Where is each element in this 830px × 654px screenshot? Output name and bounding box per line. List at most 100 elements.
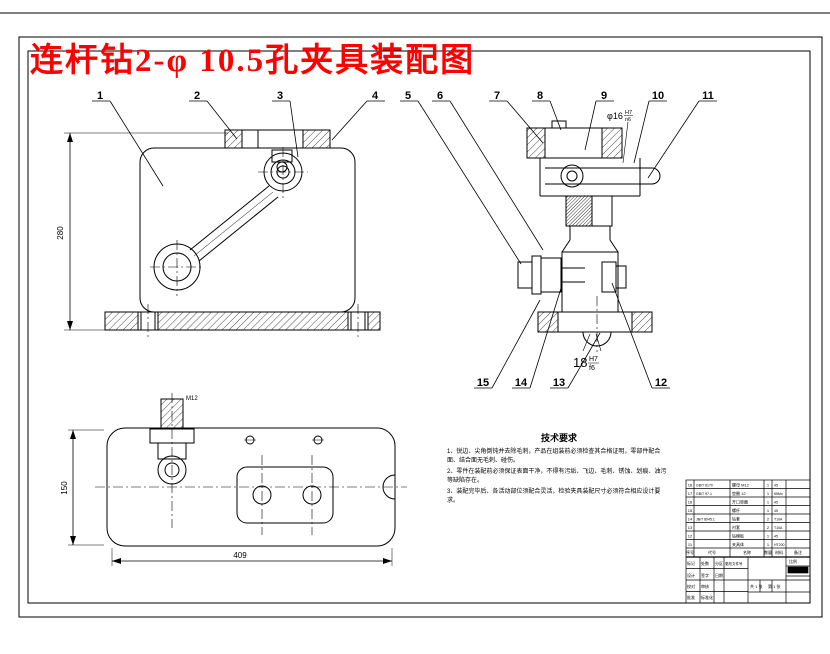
side-view xyxy=(517,120,661,352)
title-block-grid xyxy=(685,479,811,604)
bom-header-code: 代号 xyxy=(708,549,716,555)
technical-requirement-item: 1、锐边、尖角倒钝并去除毛刺，产品在组装前必须检查其合格证明，零部件配合面、结合… xyxy=(447,449,661,464)
field-stdz: 标准化 xyxy=(701,594,713,600)
field-sign: 签字 xyxy=(701,572,709,578)
balloon-2: 2 xyxy=(194,90,200,102)
balloon-11: 11 xyxy=(702,90,714,102)
bom-cell: T10A xyxy=(774,518,783,522)
field-date: 日期 xyxy=(715,572,723,578)
fit-shaft-label: 18 H7 f6 xyxy=(573,333,602,372)
dim-plan-height-label: 150 xyxy=(60,481,69,495)
dim-plan-height xyxy=(68,429,104,546)
dim-plan-width xyxy=(111,548,393,566)
bom-cell: 18 xyxy=(688,483,693,488)
bom-cell: 垫圈 12 xyxy=(732,490,746,496)
bom-cell: 1 xyxy=(767,483,770,488)
bom-cell: T10A xyxy=(774,526,783,530)
balloon-5: 5 xyxy=(405,90,411,102)
bom-cell: 13 xyxy=(688,525,693,530)
bom-cell: 17 xyxy=(688,491,693,496)
field-proof: 校对 xyxy=(687,583,695,589)
bom-cell: JB/T 8045.1 xyxy=(696,518,715,522)
bom-cell: 1 xyxy=(767,534,770,539)
bom-cell: 45 xyxy=(774,501,778,505)
field-approve: 批准 xyxy=(687,594,695,600)
fit-shaft-value: 18 xyxy=(573,355,587,370)
bom-cell: 2 xyxy=(767,525,770,530)
fit-bush-label: φ16 H7 n6 xyxy=(607,110,633,164)
bom-cell: GB/T 97.1 xyxy=(696,492,712,496)
field-scale: 比例 xyxy=(789,558,797,564)
bom-header: 序号 代号 名称 数量 材料 备注 xyxy=(686,549,802,555)
bom-cell: 14 xyxy=(688,517,693,522)
balloon-15: 15 xyxy=(477,377,489,389)
technical-requirement-item: 2、零件在装配前必须保证表面干净，不得有污垢、飞边、毛刺、锈蚀、划痕、油污等缺陷… xyxy=(447,469,667,484)
balloon-4: 4 xyxy=(372,90,379,102)
balloon-numbers: 1 2 3 4 5 6 7 8 9 10 11 15 14 13 12 xyxy=(97,90,714,389)
balloon-1: 1 xyxy=(97,90,103,102)
technical-requirements-heading: 技术要求 xyxy=(540,433,577,443)
balloon-13: 13 xyxy=(553,377,565,389)
bom-cell: 夹具体 xyxy=(732,541,744,547)
fit-bush-upper: H7 xyxy=(625,110,632,116)
fit-shaft-upper: H7 xyxy=(589,356,598,363)
balloon-7: 7 xyxy=(494,90,500,102)
balloon-14: 14 xyxy=(515,377,528,389)
field-count: 处数 xyxy=(701,560,709,566)
bom-cell: 45 xyxy=(774,484,778,488)
bom-cell: 45 xyxy=(774,535,778,539)
front-view xyxy=(104,129,381,338)
bom-cell: 1 xyxy=(767,491,770,496)
plan-view xyxy=(95,393,407,547)
fit-bush-value: φ16 xyxy=(607,111,623,121)
field-sheet: 第 1 张 xyxy=(768,583,780,589)
dim-front-height xyxy=(64,132,228,331)
bom-header-seq: 序号 xyxy=(686,549,694,555)
field-sheets: 共 1 张 xyxy=(750,583,762,589)
bom-header-note: 备注 xyxy=(794,549,802,555)
technical-requirement-item: 3、装配完毕后、各活动部位须配合灵活，检验夹具装配尺寸必须符合相应设计要求。 xyxy=(447,489,661,504)
bom-cell: 1 xyxy=(767,508,770,513)
bom-cell: 11 xyxy=(688,542,693,547)
drawing-title: 连杆钻2-φ 10.5孔夹具装配图 xyxy=(30,43,476,79)
sheet-frame xyxy=(0,12,830,618)
technical-requirements: 技术要求 1、锐边、尖角倒钝并去除毛刺，产品在组装前必须检查其合格证明，零部件配… xyxy=(447,431,671,508)
bom-rows: 18 GB/T 6170 螺母 M12 1 45 17 GB/T 97.1 垫圈… xyxy=(688,482,785,548)
bom-cell: 衬套 xyxy=(732,524,740,530)
bom-cell: 螺母 M12 xyxy=(732,482,750,488)
balloon-8: 8 xyxy=(537,90,543,102)
bom-cell: 螺杆 xyxy=(732,507,740,513)
bom-cell: 1 xyxy=(767,500,770,505)
bom-header-mat: 材料 xyxy=(775,549,783,555)
bom-cell: GB/T 6170 xyxy=(696,484,713,488)
dim-front-height-label: 280 xyxy=(56,226,65,240)
bom-header-qty: 数量 xyxy=(764,549,772,555)
bom-cell: 65Mn xyxy=(774,492,783,496)
bom-cell: 2 xyxy=(767,517,770,522)
bom-cell: 15 xyxy=(688,508,693,513)
plan-thread-label: M12 xyxy=(186,396,198,402)
field-zone: 分区 xyxy=(715,560,723,566)
bom-cell: 钻模板 xyxy=(732,533,744,539)
fit-bush-lower: n6 xyxy=(625,117,631,123)
field-audit: 审核 xyxy=(701,583,709,589)
balloon-6: 6 xyxy=(437,90,443,102)
bom-cell: HT200 xyxy=(774,543,785,547)
balloon-9: 9 xyxy=(601,90,607,102)
balloon-3: 3 xyxy=(277,90,283,102)
bom-header-name: 名称 xyxy=(743,549,751,555)
balloon-10: 10 xyxy=(652,90,664,102)
title-block-fields: 标记 处数 分区 更改文件号 设计 签字 日期 校对 审核 批准 标准化 比例 … xyxy=(687,558,797,600)
balloon-12: 12 xyxy=(655,377,667,389)
fit-shaft-lower: f6 xyxy=(589,365,595,372)
field-mark: 标记 xyxy=(687,560,695,566)
balloon-callouts xyxy=(92,100,717,389)
bom-cell: 1 xyxy=(767,542,770,547)
field-design: 设计 xyxy=(687,572,695,578)
bom-cell: 钻套 xyxy=(732,516,740,522)
bom-cell: 开口垫圈 xyxy=(732,499,748,505)
field-change: 更改文件号 xyxy=(725,561,743,566)
bom-cell: 16 xyxy=(688,500,693,505)
